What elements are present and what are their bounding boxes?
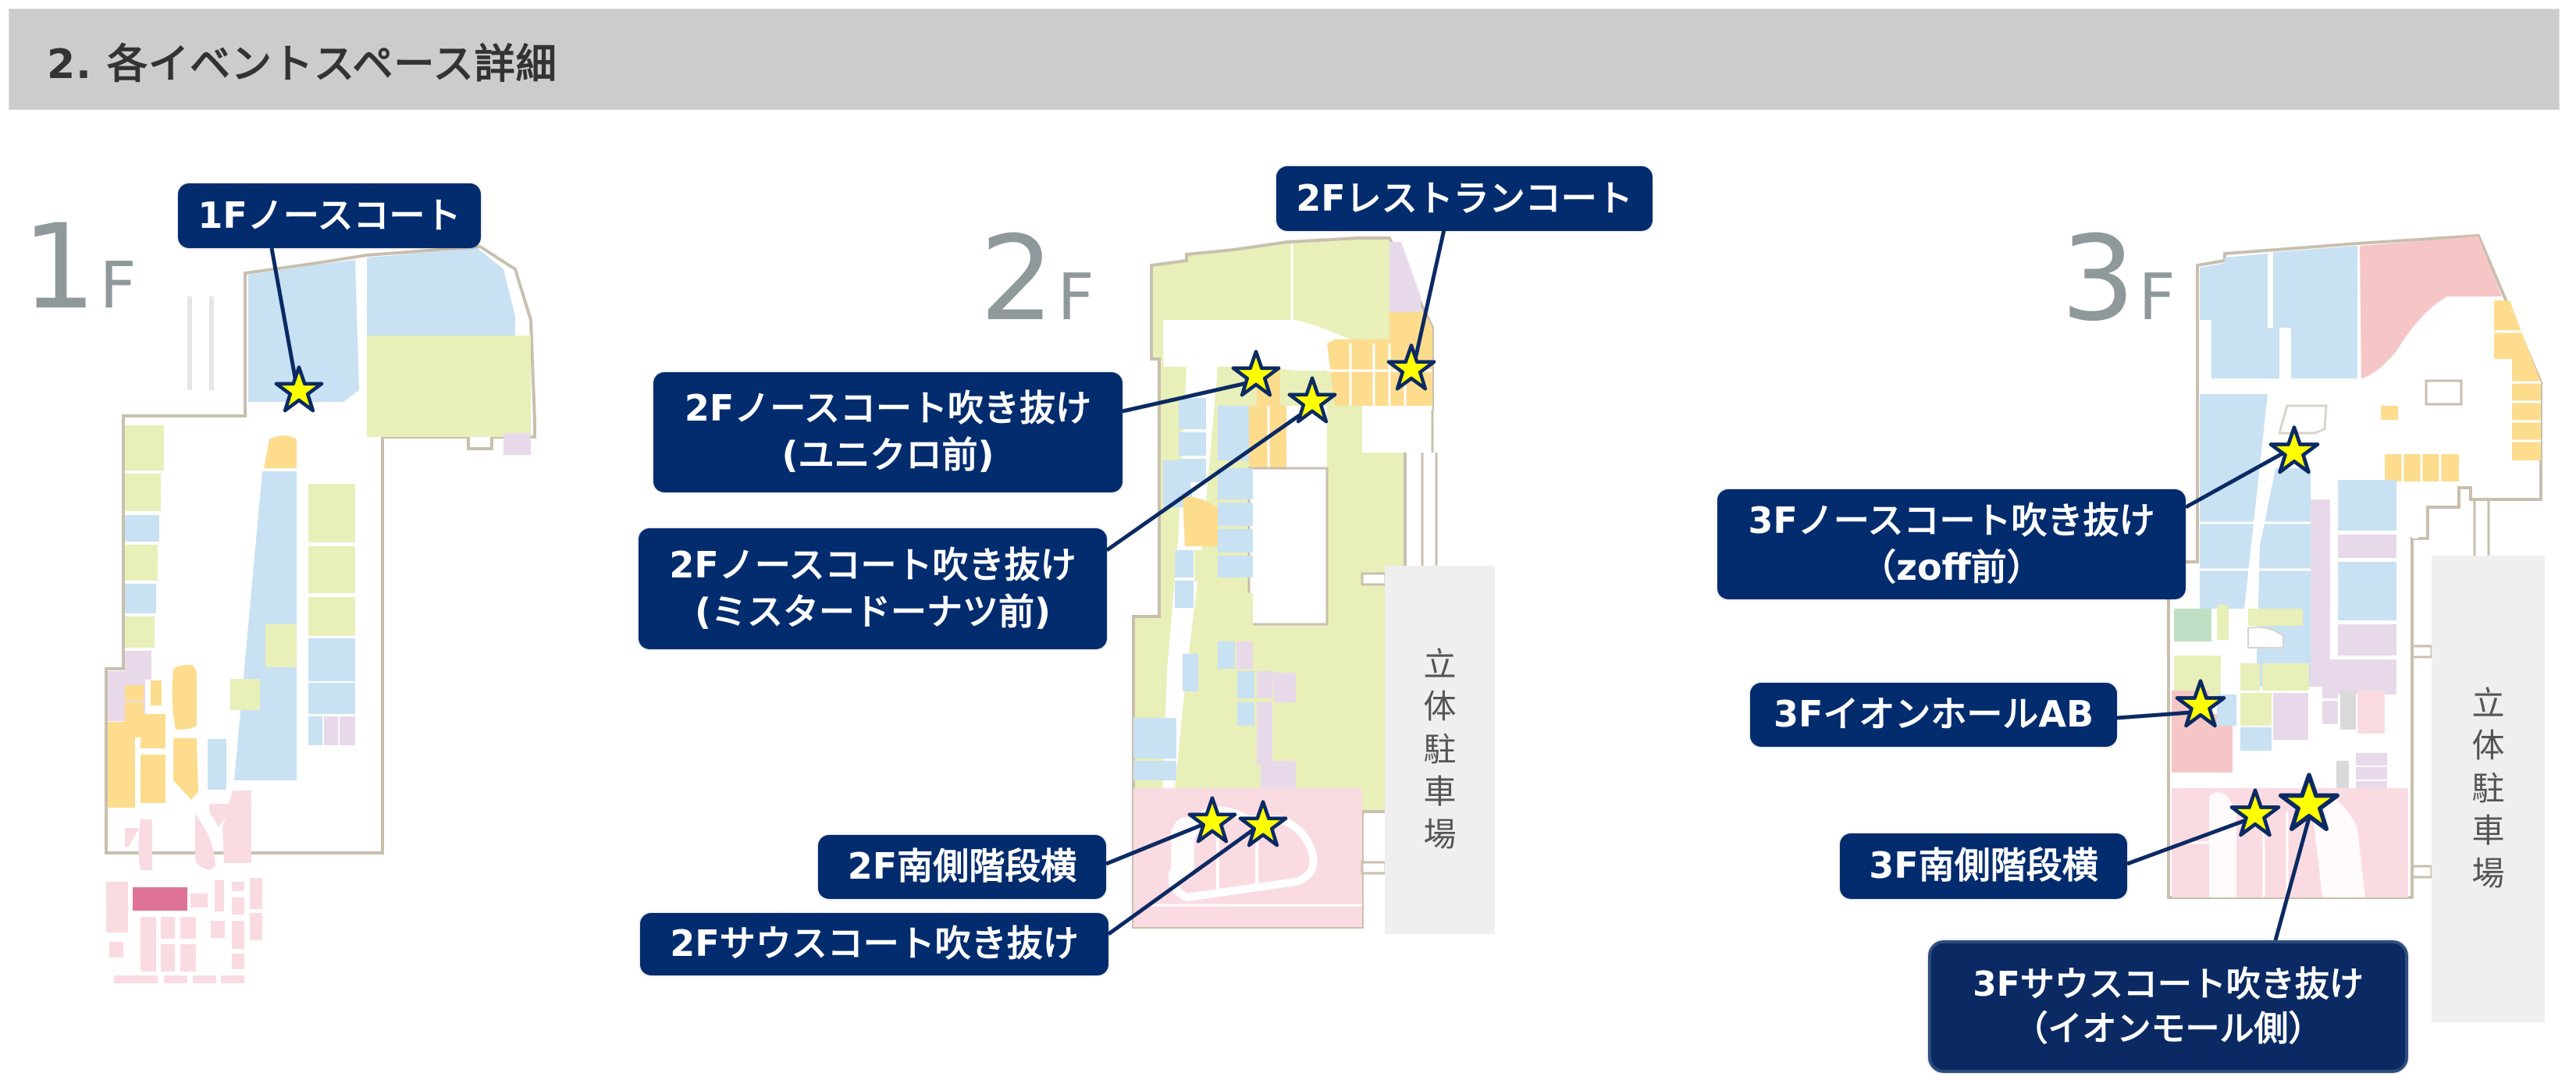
section-header: 2. 各イベントスペース詳細 [9,9,2560,110]
floor-map-3f [2167,233,2542,899]
floor-number-2f: 2F [980,211,1094,347]
label-3f-south-stairs[interactable]: 3F南側階段横 [1840,833,2127,899]
label-3f-south-court-aeon-mall[interactable]: 3Fサウスコート吹き抜け （イオンモール側） [1928,940,2408,1073]
section-title: 2. 各イベントスペース詳細 [47,41,557,88]
parking-garage-2f: 立 体 駐 車 場 [1385,566,1495,934]
label-2f-south-stairs[interactable]: 2F南側階段横 [818,835,1106,899]
parking-garage-3f: 立 体 駐 車 場 [2432,556,2545,1022]
label-1f-north-court[interactable]: 1Fノースコート [178,183,481,248]
label-3f-north-court-zoff[interactable]: 3Fノースコート吹き抜け （zoff前） [1717,489,2186,599]
label-3f-aeon-hall-ab[interactable]: 3FイオンホールAB [1750,683,2117,747]
label-2f-north-court-mister-donut[interactable]: 2Fノースコート吹き抜け (ミスタードーナツ前) [639,528,1107,649]
floor-number-3f: 3F [2061,211,2176,347]
leader-lines [269,222,2315,941]
floor-map-1f [105,244,536,983]
label-2f-south-court[interactable]: 2Fサウスコート吹き抜け [640,913,1108,975]
label-2f-restaurant-court[interactable]: 2Fレストランコート [1276,166,1653,231]
label-2f-north-court-uniqlo[interactable]: 2Fノースコート吹き抜け (ユニクロ前) [653,372,1123,492]
floor-number-1f: 1F [22,200,137,336]
